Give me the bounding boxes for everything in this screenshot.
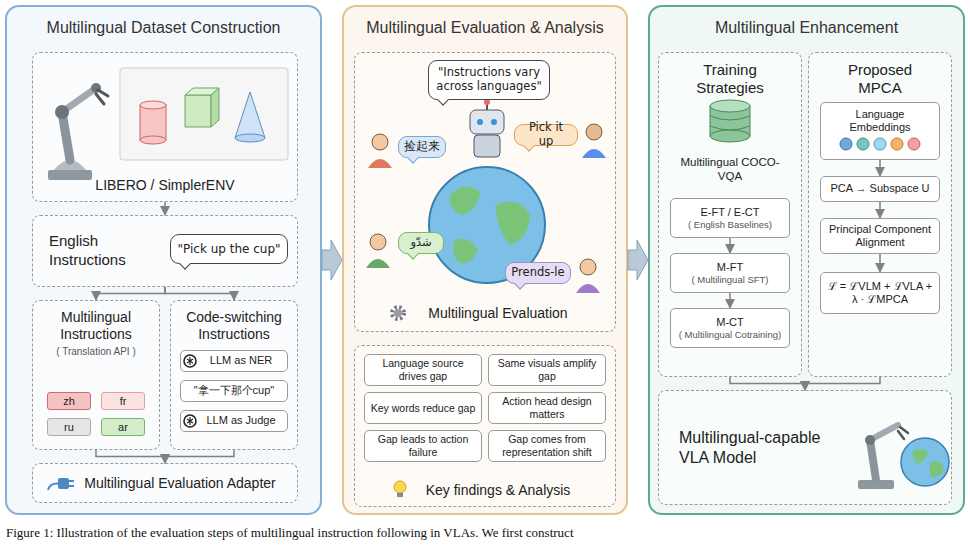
stage-arrow — [628, 240, 648, 280]
evaluation-box: Multilingual Evaluation "Instructions var… — [354, 52, 616, 332]
node-label: Code-switching Instructions — [171, 309, 297, 343]
node-label: Gap comes from representation shift — [493, 433, 601, 458]
node-label: LLM as Judge — [206, 414, 275, 427]
node-label: E-FT / E-CT — [700, 206, 759, 219]
node-sublabel: ( Multilingual SFT) — [691, 274, 768, 285]
training-box: M-FT( Multilingual SFT) — [670, 253, 790, 293]
node-label: Multilingual Enhancement — [715, 19, 898, 37]
figure-caption: Figure 1: Illustration of the evaluation… — [6, 525, 574, 541]
node-label: ar — [118, 421, 128, 433]
node-label: "Instructions vary across languages" — [434, 66, 544, 94]
node-label: ru — [64, 421, 74, 433]
node-label: zh — [63, 395, 75, 407]
node-label: Prends-le — [511, 266, 564, 280]
finding-box: Gap leads to action failure — [364, 430, 482, 462]
finding-box: Key words reduce gap — [364, 392, 482, 424]
node-label: Gap leads to action failure — [369, 433, 477, 458]
adapter-box: Multilingual Evaluation Adapter — [32, 463, 298, 503]
node-label: Multilingual Evaluation — [428, 305, 567, 321]
stage-panel: Multilingual Dataset ConstructionLIBERO … — [5, 5, 322, 515]
node-label: Multilingual Dataset Construction — [47, 19, 281, 37]
node-label: Multilingual Evaluation & Analysis — [366, 19, 603, 37]
speech-bubble: "Instructions vary across languages" — [428, 60, 550, 100]
node-label: "拿一下那个cup" — [194, 384, 275, 397]
stage-arrow — [322, 240, 342, 280]
stage-panel: Multilingual EnhancementTraining Strateg… — [648, 5, 965, 515]
node-label: "Pick up the cup" — [177, 242, 280, 256]
strategy-box: Training StrategiesMultilingual COCO-VQA… — [658, 52, 802, 377]
node-label: Pick it up — [520, 121, 572, 149]
node-label: Proposed MPCA — [830, 61, 930, 97]
scene-box: LIBERO / SimplerENV — [32, 52, 298, 202]
formula-box: ℒ = ℒVLM + ℒVLA + λ · ℒMPCA — [820, 272, 940, 314]
instruction-box: Code-switching InstructionsLLM as NER "拿一… — [170, 300, 298, 450]
node-label: Training Strategies — [680, 61, 780, 97]
speech-bubble: 捡起来 — [398, 136, 446, 158]
dataset-node: Multilingual COCO-VQA — [670, 98, 790, 186]
method-step-box: Principal Component Alignment — [820, 218, 940, 254]
speech-bubble: Pick it up — [514, 124, 578, 146]
method-step-box: PCA → Subspace U — [820, 176, 940, 202]
example-box: "拿一下那个cup" — [180, 380, 288, 402]
method-box: Proposed MPCA Language EmbeddingsPCA → Su… — [808, 52, 952, 377]
node-label: fr — [120, 395, 127, 407]
node-label: Multilingual-capable VLA Model — [679, 428, 849, 468]
finding-box: Language source drives gap — [364, 354, 482, 386]
speech-bubble: Prends-le — [505, 262, 571, 284]
node-label: Key findings & Analysis — [426, 482, 571, 498]
findings-box: Key findings & Analysis Language source d… — [354, 345, 616, 507]
speech-bubble: "Pick up the cup" — [170, 234, 288, 264]
node-label: Multilingual Evaluation Adapter — [84, 475, 275, 491]
language-tag: ar — [101, 418, 145, 436]
speech-bubble: شدّو — [398, 232, 444, 254]
node-label: LIBERO / SimplerENV — [95, 177, 234, 193]
training-box: M-CT( Multilingual Cotraining) — [670, 308, 790, 348]
instruction-box: Multilingual Instructions ( Translation A… — [32, 300, 160, 450]
node-sublabel: ( Multilingual Cotraining) — [679, 329, 781, 340]
node-label: Language source drives gap — [369, 357, 477, 382]
node-label: 捡起来 — [404, 140, 440, 154]
stage-panel: Multilingual Evaluation & AnalysisMultil… — [342, 5, 628, 515]
language-tag: ru — [47, 418, 91, 436]
node-label: شدّو — [410, 236, 431, 250]
node-label: LLM as NER — [210, 354, 272, 367]
node-sublabel: ( Translation API ) — [56, 346, 135, 357]
node-label: Multilingual COCO-VQA — [680, 156, 780, 184]
node-label: Principal Component Alignment — [825, 223, 935, 249]
embedding-box: Language Embeddings — [820, 102, 940, 160]
finding-box: Action head design matters — [488, 392, 606, 424]
node-label: Multilingual Instructions — [33, 309, 159, 343]
instruction-box: English Instructions "Pick up the cup" — [32, 215, 298, 287]
finding-box: Gap comes from representation shift — [488, 430, 606, 462]
node-label: Language Embeddings — [825, 108, 935, 134]
node-label: ℒ = ℒVLM + ℒVLA + λ · ℒMPCA — [825, 280, 935, 306]
language-tag: fr — [101, 392, 145, 410]
node-label: M-CT — [716, 316, 744, 329]
node-label: Action head design matters — [493, 395, 601, 420]
node-label: M-FT — [717, 261, 743, 274]
training-box: E-FT / E-CT( English Baselines) — [670, 198, 790, 238]
llm-step-box: LLM as Judge — [180, 410, 288, 432]
model-box: Multilingual-capable VLA Model — [658, 390, 952, 505]
node-label: English Instructions — [49, 232, 159, 270]
node-label: Key words reduce gap — [371, 402, 475, 415]
node-label: Same visuals amplify gap — [493, 357, 601, 382]
language-tag: zh — [47, 392, 91, 410]
node-label: PCA → Subspace U — [830, 182, 929, 195]
finding-box: Same visuals amplify gap — [488, 354, 606, 386]
llm-step-box: LLM as NER — [180, 350, 288, 372]
node-sublabel: ( English Baselines) — [688, 219, 772, 230]
